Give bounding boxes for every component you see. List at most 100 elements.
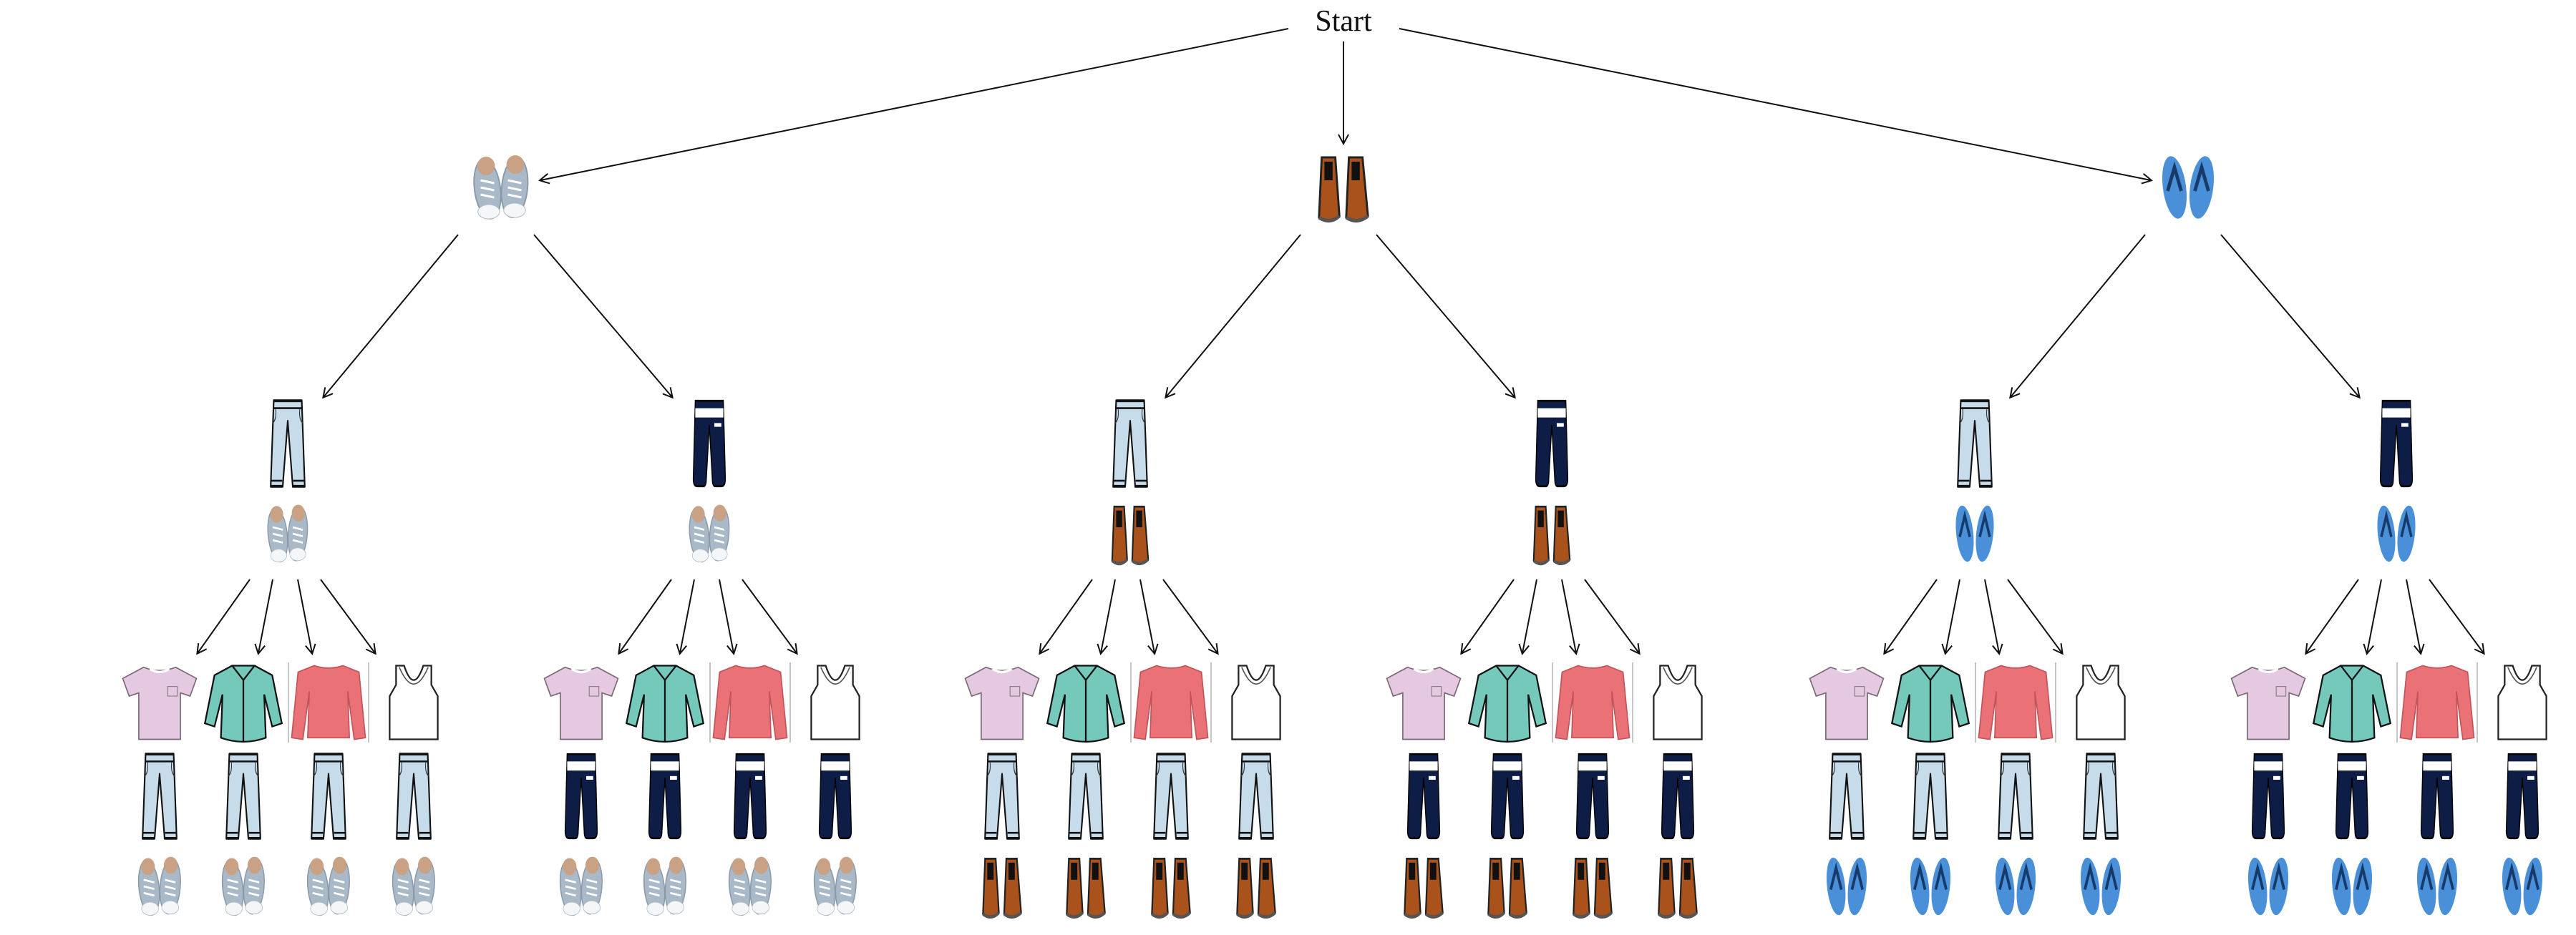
red-sweater-icon bbox=[1130, 662, 1212, 743]
boots-icon bbox=[982, 857, 1022, 919]
pink-t-shirt-icon bbox=[543, 666, 619, 740]
boots-icon bbox=[1573, 857, 1613, 919]
tree-arrow bbox=[742, 579, 797, 653]
navy-joggers-icon bbox=[1575, 753, 1610, 840]
light-jeans-icon bbox=[1912, 753, 1948, 840]
tree-arrow bbox=[2429, 579, 2484, 653]
light-jeans-icon bbox=[1829, 753, 1865, 840]
navy-joggers-icon bbox=[564, 753, 598, 840]
boots-icon bbox=[1151, 857, 1191, 919]
tree-arrow bbox=[1945, 579, 1960, 653]
tree-arrow bbox=[1162, 579, 1217, 653]
light-jeans-icon bbox=[225, 753, 261, 840]
teal-button-shirt-icon bbox=[1046, 665, 1126, 743]
tree-arrow bbox=[2007, 579, 2062, 653]
flip-flops-icon bbox=[2331, 857, 2373, 916]
light-jeans-icon bbox=[142, 753, 178, 840]
teal-button-shirt-icon bbox=[625, 665, 705, 743]
light-jeans-icon bbox=[270, 399, 306, 488]
sneakers-icon bbox=[306, 856, 350, 916]
sneakers-icon bbox=[267, 504, 308, 563]
tree-arrow bbox=[198, 579, 251, 653]
tree-arrow bbox=[2011, 234, 2146, 397]
tree-arrow bbox=[1462, 579, 1515, 653]
tree-arrow bbox=[2220, 234, 2359, 397]
sneakers-icon bbox=[221, 856, 265, 916]
boots-icon bbox=[1487, 857, 1527, 919]
pink-t-shirt-icon bbox=[1386, 666, 1462, 740]
tree-arrow bbox=[680, 579, 695, 653]
navy-joggers-icon bbox=[692, 399, 726, 488]
navy-joggers-icon bbox=[1661, 753, 1695, 840]
flip-flops-icon bbox=[2416, 857, 2458, 916]
white-tank-top-icon bbox=[2076, 665, 2126, 740]
boots-icon bbox=[1404, 857, 1444, 919]
sneakers-icon bbox=[392, 856, 435, 916]
tree-arrow bbox=[540, 28, 1289, 180]
light-jeans-icon bbox=[1998, 753, 2033, 840]
tree-arrow bbox=[533, 234, 672, 397]
navy-joggers-icon bbox=[1406, 753, 1441, 840]
white-tank-top-icon bbox=[1653, 665, 1703, 740]
light-jeans-icon bbox=[984, 753, 1020, 840]
navy-joggers-icon bbox=[818, 753, 852, 840]
tree-arrow bbox=[619, 579, 672, 653]
pink-t-shirt-icon bbox=[964, 666, 1040, 740]
flip-flops-icon bbox=[2502, 857, 2543, 916]
white-tank-top-icon bbox=[2497, 665, 2547, 740]
boots-icon bbox=[1532, 505, 1571, 566]
teal-button-shirt-icon bbox=[203, 665, 283, 743]
tree-arrow bbox=[1399, 28, 2151, 180]
pink-t-shirt-icon bbox=[2230, 666, 2306, 740]
light-jeans-icon bbox=[1068, 753, 1104, 840]
navy-joggers-icon bbox=[2420, 753, 2454, 840]
sneakers-icon bbox=[689, 504, 730, 563]
tree-arrow bbox=[2406, 579, 2421, 653]
start-node: Start bbox=[1315, 5, 1372, 38]
flip-flops-icon bbox=[2080, 857, 2121, 916]
boots-icon bbox=[1236, 857, 1276, 919]
pink-t-shirt-icon bbox=[122, 666, 198, 740]
tree-arrow bbox=[719, 579, 734, 653]
teal-button-shirt-icon bbox=[1467, 665, 1547, 743]
tree-arrow bbox=[1166, 234, 1301, 397]
flip-flops-icon bbox=[1826, 857, 1867, 916]
red-sweater-icon bbox=[709, 662, 791, 743]
tree-arrow bbox=[1376, 234, 1515, 397]
tree-arrow bbox=[258, 579, 273, 653]
boots-icon bbox=[1318, 156, 1369, 222]
sneakers-icon bbox=[559, 856, 603, 916]
tree-arrow bbox=[2306, 579, 2359, 653]
flip-flops-icon bbox=[1955, 505, 1994, 562]
navy-joggers-icon bbox=[733, 753, 767, 840]
tree-arrow bbox=[1139, 579, 1155, 653]
flip-flops-icon bbox=[2162, 156, 2215, 219]
white-tank-top-icon bbox=[1231, 665, 1281, 740]
light-jeans-icon bbox=[2083, 753, 2119, 840]
light-jeans-icon bbox=[1238, 753, 1274, 840]
light-jeans-icon bbox=[1957, 399, 1993, 488]
flip-flops-icon bbox=[1910, 857, 1951, 916]
red-sweater-icon bbox=[288, 662, 369, 743]
tree-arrow bbox=[1885, 579, 1938, 653]
navy-joggers-icon bbox=[2379, 399, 2414, 488]
tree-arrow bbox=[1561, 579, 1576, 653]
white-tank-top-icon bbox=[810, 665, 860, 740]
tree-arrow bbox=[1584, 579, 1639, 653]
boots-icon bbox=[1658, 857, 1698, 919]
tree-arrow bbox=[320, 579, 375, 653]
sneakers-icon bbox=[137, 856, 181, 916]
tree-arrow bbox=[1522, 579, 1537, 653]
navy-joggers-icon bbox=[2335, 753, 2369, 840]
tree-arrow bbox=[1101, 579, 1116, 653]
tree-arrow bbox=[297, 579, 312, 653]
light-jeans-icon bbox=[311, 753, 346, 840]
light-jeans-icon bbox=[1153, 753, 1189, 840]
navy-joggers-icon bbox=[2505, 753, 2539, 840]
tree-arrow bbox=[1984, 579, 1999, 653]
sneakers-icon bbox=[473, 155, 529, 220]
tree-arrow bbox=[1040, 579, 1093, 653]
navy-joggers-icon bbox=[1490, 753, 1525, 840]
boots-icon bbox=[1111, 505, 1150, 566]
